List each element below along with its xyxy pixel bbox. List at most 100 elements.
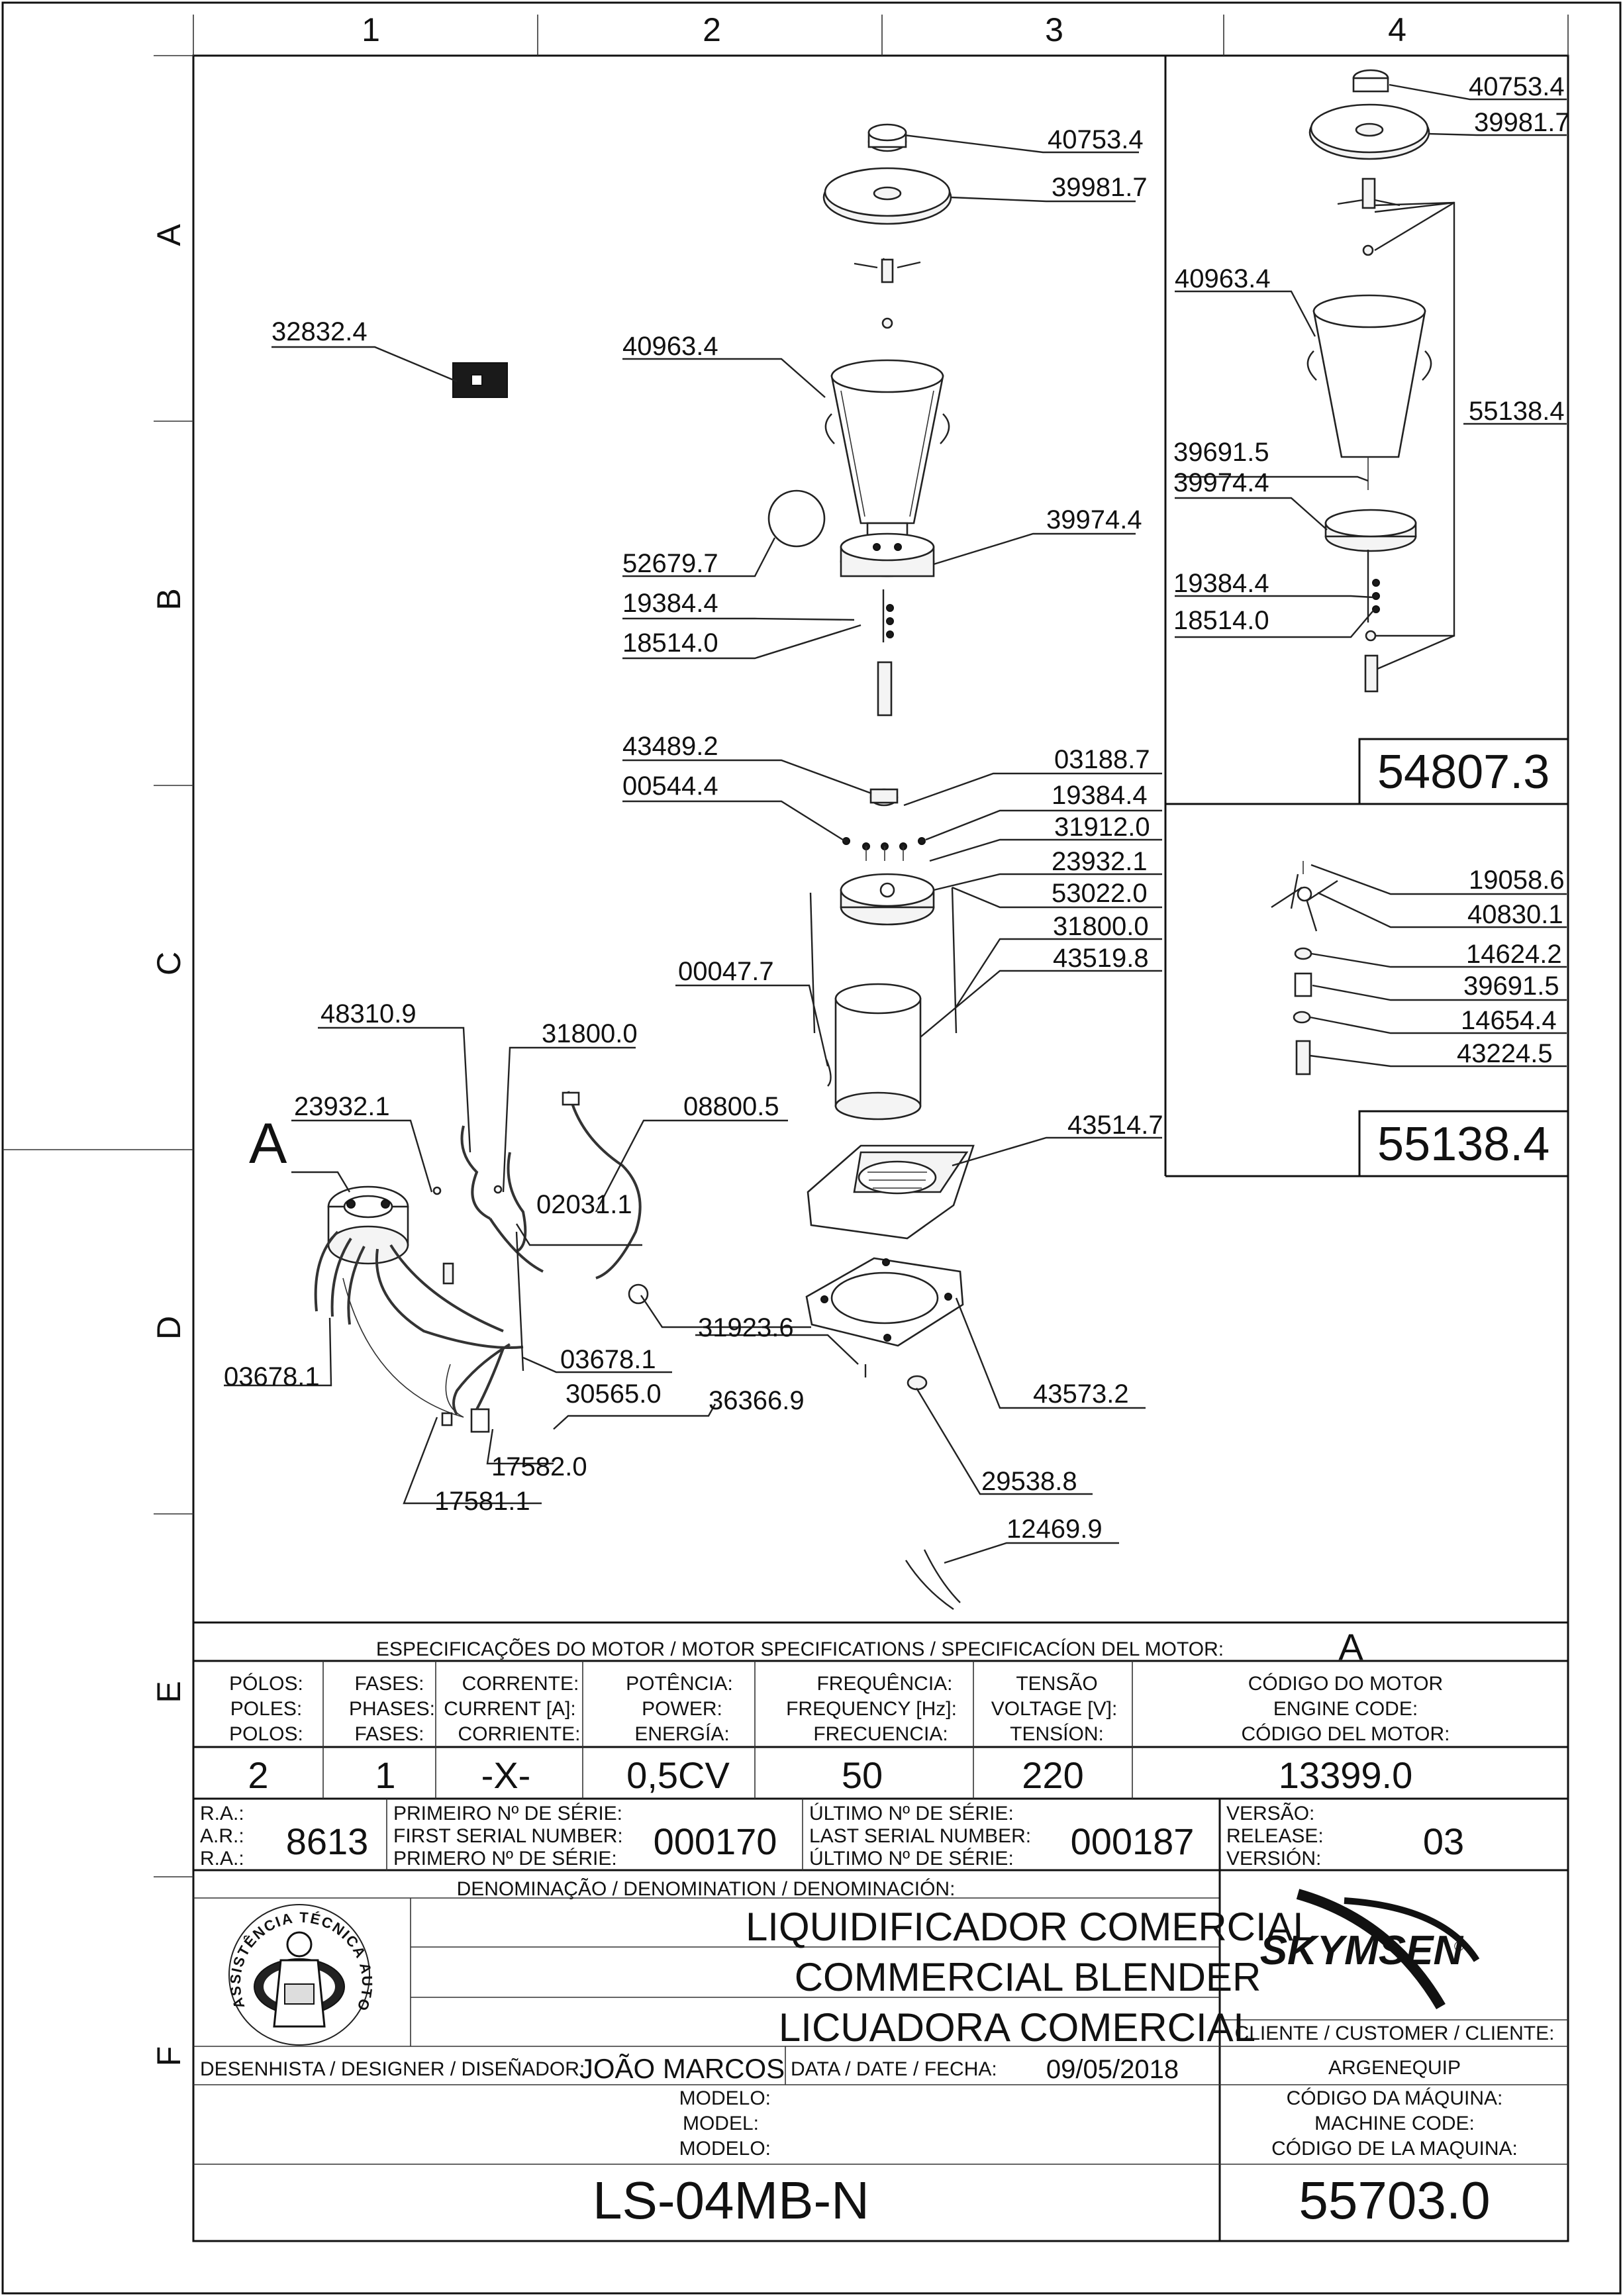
part-label: 31923.6 bbox=[698, 1313, 794, 1342]
spec-value: 0,5CV bbox=[626, 1754, 730, 1796]
first-serial-label: FIRST SERIAL NUMBER: bbox=[393, 1825, 623, 1847]
grid-row-f: F bbox=[150, 2046, 187, 2067]
blade-assembly-detail bbox=[1271, 861, 1338, 1075]
grid-col-2: 2 bbox=[703, 11, 721, 48]
part-label: 14654.4 bbox=[1461, 1006, 1557, 1035]
part-label: 03678.1 bbox=[560, 1345, 656, 1374]
skymsen-logo: SKYMSEN ® bbox=[1260, 1889, 1480, 2010]
spec-header: ENGINE CODE: bbox=[1273, 1698, 1418, 1720]
part-label: 40753.4 bbox=[1469, 72, 1565, 101]
spec-header: FREQUÊNCIA: bbox=[816, 1673, 952, 1695]
part-label: 03188.7 bbox=[1054, 745, 1150, 774]
motor-spec-heading: ESPECIFICAÇÕES DO MOTOR / MOTOR SPECIFIC… bbox=[376, 1638, 1224, 1660]
part-label: 02031.1 bbox=[536, 1190, 632, 1219]
spec-header: CÓDIGO DEL MOTOR: bbox=[1241, 1723, 1450, 1745]
spec-header: CURRENT [A]: bbox=[444, 1698, 575, 1720]
version-value: 03 bbox=[1423, 1821, 1464, 1862]
grid-col-4: 4 bbox=[1388, 11, 1406, 48]
central-exploded-view bbox=[767, 123, 975, 1610]
part-label: 19384.4 bbox=[1173, 569, 1269, 598]
part-label: 48310.9 bbox=[320, 999, 417, 1028]
spec-header: CORRENTE: bbox=[462, 1673, 579, 1695]
part-label: 30565.0 bbox=[566, 1379, 662, 1409]
part-label: 43573.2 bbox=[1033, 1379, 1129, 1409]
part-label: 52679.7 bbox=[622, 549, 718, 578]
grid-row-a: A bbox=[150, 224, 187, 246]
part-label: 39691.5 bbox=[1463, 972, 1559, 1001]
part-label: 00544.4 bbox=[622, 772, 718, 801]
brand-mark: ® bbox=[1454, 1940, 1464, 1954]
spec-header: POWER: bbox=[642, 1698, 722, 1720]
part-label: 39691.5 bbox=[1173, 438, 1269, 467]
date-label: DATA / DATE / FECHA: bbox=[791, 2058, 997, 2080]
part-label: 43514.7 bbox=[1067, 1111, 1163, 1140]
client-label: CLIENTE / CUSTOMER / CLIENTE: bbox=[1235, 2022, 1555, 2044]
part-label: 03678.1 bbox=[224, 1362, 320, 1391]
part-label: 53022.0 bbox=[1052, 879, 1148, 908]
part-label: 40753.4 bbox=[1048, 125, 1144, 154]
motor-spec-ref: A bbox=[1338, 1626, 1363, 1668]
wiring-harness bbox=[314, 1091, 649, 1433]
grid-row-e: E bbox=[150, 1681, 187, 1703]
model-label: MODELO: bbox=[679, 2087, 771, 2109]
part-labels: 40753.4 39981.7 40963.4 32832.4 52679.7 … bbox=[224, 72, 1570, 1544]
product-name-es: LICUADORA COMERCIAL bbox=[779, 2005, 1255, 2050]
grid-col-3: 3 bbox=[1045, 11, 1063, 48]
machine-code-label: CÓDIGO DA MÁQUINA: bbox=[1287, 2087, 1503, 2109]
grid-row-d: D bbox=[150, 1316, 187, 1340]
first-serial-value: 000170 bbox=[654, 1821, 777, 1862]
ra-value: 8613 bbox=[286, 1821, 369, 1862]
serial-number-row: R.A.: A.R.: R.A.: 8613 PRIMEIRO Nº DE SÉ… bbox=[200, 1799, 1464, 1870]
spec-header: PHASES: bbox=[349, 1698, 435, 1720]
part-label: 23932.1 bbox=[1052, 847, 1148, 876]
grid-col-1: 1 bbox=[362, 11, 380, 48]
spec-header: TENSÃO bbox=[1016, 1672, 1097, 1695]
spec-value: 1 bbox=[375, 1754, 395, 1796]
version-label: VERSIÓN: bbox=[1226, 1848, 1321, 1870]
product-name-pt: LIQUIDIFICADOR COMERCIAL bbox=[746, 1905, 1315, 1949]
part-label: 29538.8 bbox=[981, 1467, 1077, 1496]
authorized-service-seal: ASSISTÊNCIA TÉCNICA AUTORIZADA bbox=[0, 0, 374, 2046]
ra-label: R.A.: bbox=[200, 1848, 244, 1870]
part-label: 36366.9 bbox=[709, 1386, 805, 1415]
part-label: 17581.1 bbox=[434, 1487, 530, 1516]
spec-value: -X- bbox=[481, 1754, 531, 1796]
product-name-en: COMMERCIAL BLENDER bbox=[795, 1955, 1261, 1999]
part-label: 32832.4 bbox=[271, 317, 368, 346]
part-label: 18514.0 bbox=[622, 628, 718, 658]
grid-row-c: C bbox=[150, 952, 187, 975]
part-label: 43489.2 bbox=[622, 732, 718, 761]
part-label: 39974.4 bbox=[1173, 468, 1269, 497]
part-label: 43519.8 bbox=[1053, 944, 1149, 973]
spec-header: PÓLOS: bbox=[229, 1673, 303, 1695]
part-label: 31912.0 bbox=[1054, 813, 1150, 842]
model-value: LS-04MB-N bbox=[593, 2171, 869, 2230]
part-label: 39981.7 bbox=[1474, 108, 1570, 137]
model-label: MODELO: bbox=[679, 2138, 771, 2160]
part-label: 31800.0 bbox=[1053, 912, 1149, 941]
machine-code-label: MACHINE CODE: bbox=[1314, 2113, 1475, 2134]
ra-label: A.R.: bbox=[200, 1825, 244, 1847]
part-label: 39981.7 bbox=[1052, 173, 1148, 202]
machine-code-value: 55703.0 bbox=[1299, 2171, 1490, 2230]
ra-label: R.A.: bbox=[200, 1803, 244, 1824]
part-label: 12469.9 bbox=[1007, 1515, 1103, 1544]
part-label: 19384.4 bbox=[1052, 781, 1148, 810]
part-label: 39974.4 bbox=[1046, 505, 1142, 534]
first-serial-label: PRIMEIRO Nº DE SÉRIE: bbox=[393, 1803, 622, 1824]
machine-code-label: CÓDIGO DE LA MAQUINA: bbox=[1271, 2138, 1518, 2160]
grid-row-b: B bbox=[150, 588, 187, 610]
motor-spec-table: ESPECIFICAÇÕES DO MOTOR / MOTOR SPECIFIC… bbox=[193, 1621, 1568, 1872]
spec-header: VOLTAGE [V]: bbox=[991, 1698, 1118, 1720]
assembly-code-lower: 55138.4 bbox=[1377, 1118, 1549, 1171]
last-serial-value: 000187 bbox=[1071, 1821, 1195, 1862]
spec-header: FASES: bbox=[354, 1673, 424, 1695]
spec-header: TENSÍON: bbox=[1010, 1723, 1104, 1745]
part-label: 40830.1 bbox=[1467, 900, 1563, 929]
brand-name: SKYMSEN bbox=[1260, 1928, 1464, 1973]
part-label: 14624.2 bbox=[1466, 940, 1562, 969]
spec-header: ENERGÍA: bbox=[634, 1723, 729, 1745]
model-label: MODEL: bbox=[683, 2113, 759, 2134]
part-label: 55138.4 bbox=[1469, 397, 1565, 426]
